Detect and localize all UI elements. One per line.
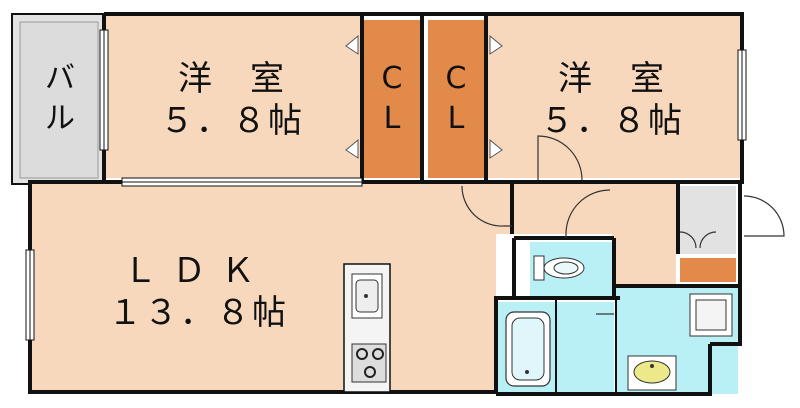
ldk-size: １３．８帖 <box>108 293 288 333</box>
toilet-icon <box>533 255 585 281</box>
entrance <box>680 186 736 254</box>
closet-right-label-1: C <box>446 61 467 96</box>
kitchen-counter <box>343 263 391 393</box>
stove-icon <box>351 343 387 383</box>
balcony-label-2: ル <box>45 101 75 136</box>
shoe-closet <box>680 258 736 282</box>
washing-machine-icon <box>689 293 733 337</box>
hallway-2 <box>612 234 676 284</box>
doors <box>461 135 785 315</box>
closet-right <box>428 20 484 178</box>
closet-door-markers <box>345 34 503 159</box>
closet-right-label-2: L <box>448 101 465 136</box>
sink-icon <box>627 355 677 391</box>
closet-left-label-2: L <box>384 101 401 136</box>
windows <box>25 29 747 341</box>
closet-left-label-1: C <box>382 61 403 96</box>
western-room-left-name: 洋 室 <box>178 59 286 99</box>
western-room-right-size: ５．８帖 <box>540 101 684 141</box>
balcony-label-1: バ <box>45 61 75 96</box>
western-room-right <box>486 14 742 178</box>
hallway <box>496 184 676 234</box>
western-room-left-size: ５．８帖 <box>160 101 304 141</box>
western-room-right-name: 洋 室 <box>558 59 666 99</box>
ldk-room <box>30 184 496 392</box>
western-room-left <box>104 14 362 178</box>
kitchen-sink-icon <box>351 273 383 319</box>
room-fills <box>30 14 742 394</box>
ldk-name: Ｌ Ｄ Ｋ <box>123 251 257 291</box>
bathtub-icon <box>505 311 551 387</box>
closet-left <box>364 20 420 178</box>
balcony: バ ル <box>11 13 105 185</box>
